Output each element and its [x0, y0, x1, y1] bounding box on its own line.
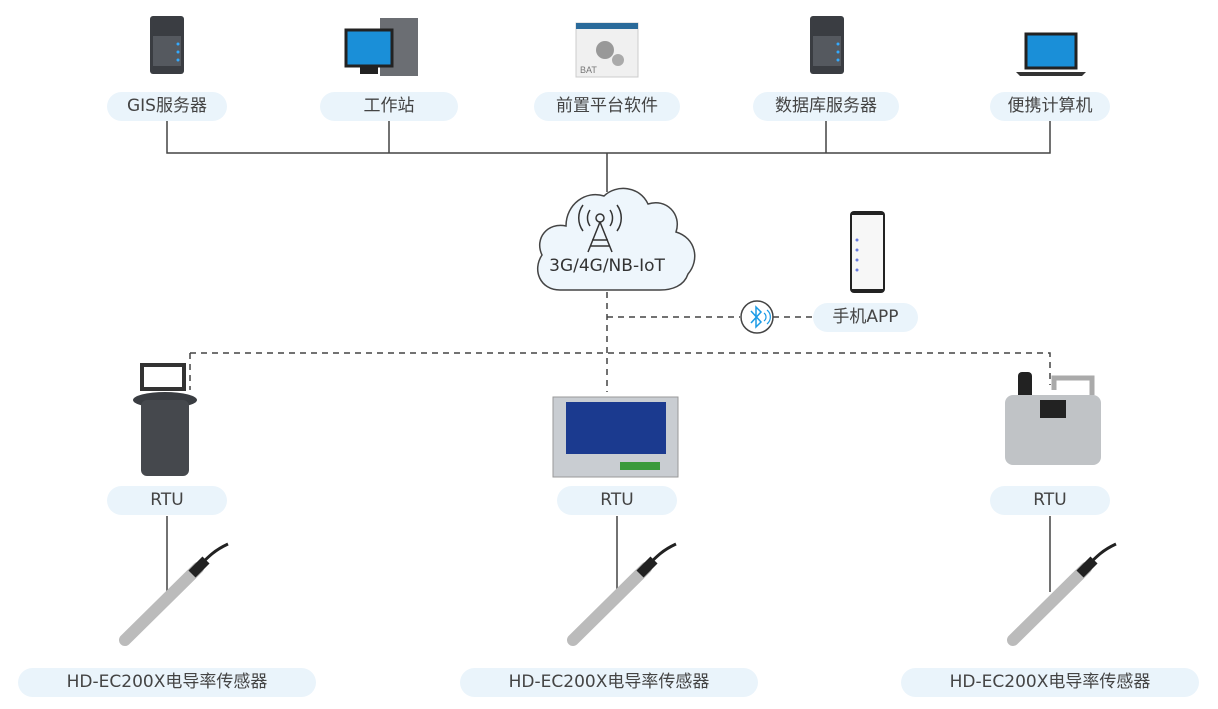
rtu-label: RTU	[990, 486, 1110, 515]
node-frontend-software: 前置平台软件	[534, 92, 680, 121]
node-workstation: 工作站	[320, 92, 458, 121]
sensor-probe-icon	[119, 542, 229, 646]
laptop-icon	[1016, 32, 1086, 76]
rtu-label: RTU	[107, 486, 227, 515]
svg-text:BAT: BAT	[580, 65, 597, 75]
bat-software-icon: BAT	[575, 22, 639, 78]
node-laptop: 便携计算机	[990, 92, 1110, 121]
mobile-app-label: 手机APP	[813, 303, 918, 332]
rtu-device-box	[1005, 372, 1101, 465]
node-database-server: 数据库服务器	[753, 92, 899, 121]
sensor-label: HD-EC200X电导率传感器	[460, 668, 758, 697]
server-icon	[150, 16, 184, 74]
smartphone-icon	[850, 211, 885, 293]
rtu-device-panel	[552, 396, 679, 478]
rtu-device-canister	[133, 363, 197, 476]
rtu-label: RTU	[557, 486, 677, 515]
bluetooth-icon	[740, 300, 774, 334]
network-label: 3G/4G/NB-IoT	[549, 256, 665, 276]
node-gis-server: GIS服务器	[107, 92, 227, 121]
sensor-label: HD-EC200X电导率传感器	[901, 668, 1199, 697]
server-icon	[810, 16, 844, 74]
cloud-shape	[537, 187, 696, 291]
workstation-icon	[344, 18, 418, 76]
sensor-probe-icon	[1007, 542, 1117, 646]
sensor-probe-icon	[567, 542, 677, 646]
sensor-label: HD-EC200X电导率传感器	[18, 668, 316, 697]
cell-tower-icon	[578, 204, 622, 253]
